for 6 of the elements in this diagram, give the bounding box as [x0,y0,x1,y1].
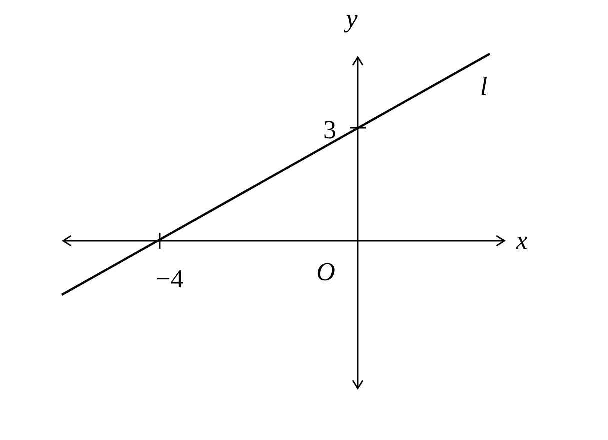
line-label: l [482,76,488,96]
axis-label: x [516,237,528,249]
axis-label: y [344,15,358,33]
origin-label: O [318,263,335,281]
tick-label: 3 [324,121,336,139]
tick-label: −4 [157,270,184,288]
